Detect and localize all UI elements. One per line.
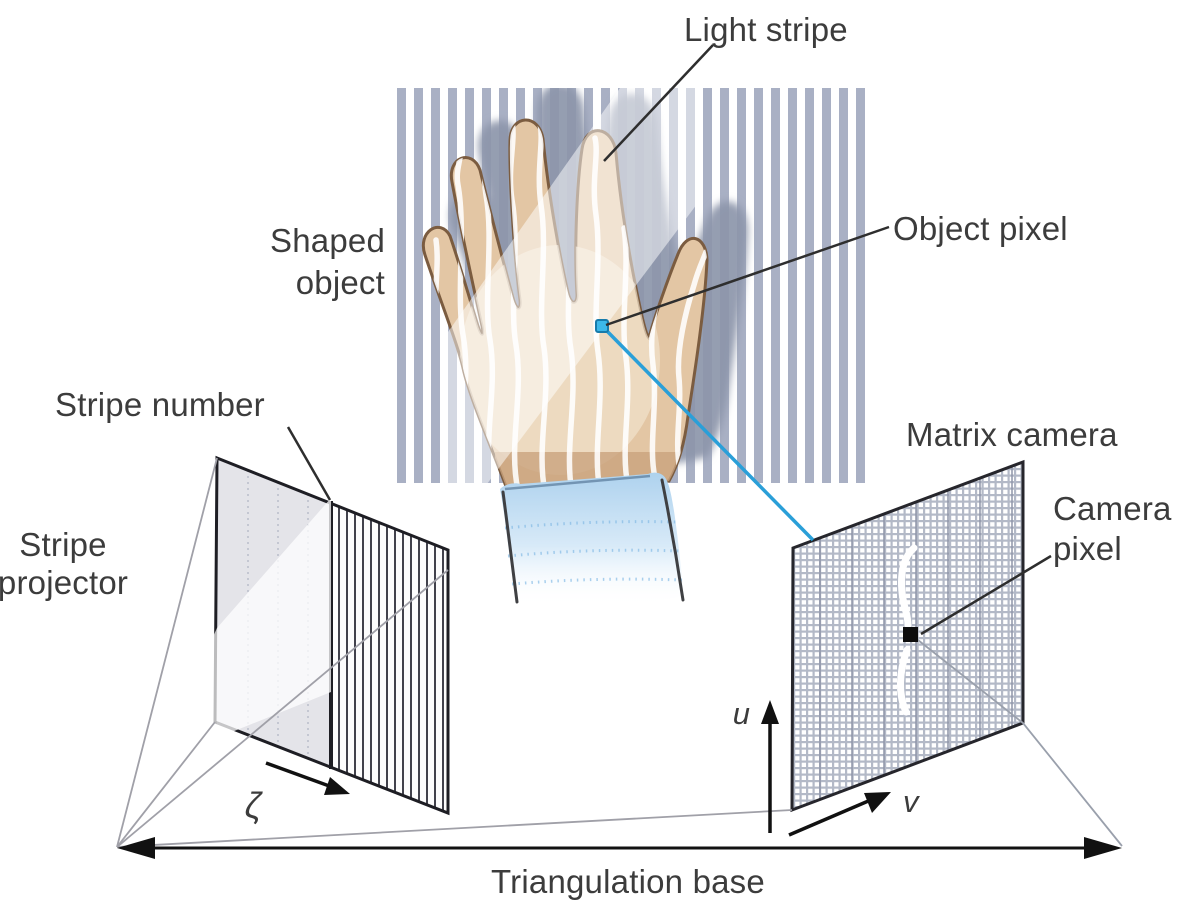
- cuff-texture-row: [504, 520, 679, 530]
- stripe-number-pointer-line: [286, 426, 332, 501]
- projection-beam: [117, 88, 700, 847]
- cuff-texture: [504, 520, 683, 586]
- projector-ray: [116, 457, 218, 848]
- stripe-projector-label-line1: Stripe: [19, 526, 106, 563]
- light-stripe-label: Light stripe: [684, 11, 848, 48]
- u-axis-arrowhead-icon: [761, 700, 779, 724]
- projector-plane-striped-half: [331, 503, 448, 813]
- object-pixel-pointer-line: [605, 225, 890, 327]
- zeta-axis-label: ζ: [245, 785, 264, 826]
- stripe-number-label: Stripe number: [55, 386, 265, 423]
- stripe-projector-label-line2: projector: [0, 564, 128, 601]
- projector-ray: [116, 721, 216, 848]
- projector-stripes: [338, 506, 444, 811]
- cuff-fabric: [500, 472, 684, 607]
- camera-pixel-marker: [903, 627, 918, 642]
- u-axis: u: [733, 696, 779, 833]
- hand-stripe: [674, 249, 707, 473]
- camera-pixel-label-line2: pixel: [1053, 530, 1122, 567]
- camera-pixel-label-line1: Camera: [1053, 490, 1172, 527]
- pointer-lines: [286, 44, 1052, 636]
- zeta-axis: ζ: [245, 761, 350, 826]
- v-axis-arrowhead-icon: [864, 792, 891, 813]
- cuff-right-edge: [660, 478, 685, 602]
- zeta-axis-arrowhead-icon: [324, 777, 350, 795]
- beam-main-fan: [448, 88, 700, 536]
- v-axis-label: v: [903, 784, 920, 819]
- v-axis: v: [788, 784, 920, 837]
- projector-rays: [116, 457, 793, 848]
- cuff-texture-row: [511, 577, 683, 586]
- object-pixel-label: Object pixel: [893, 210, 1068, 247]
- matrix-camera-label: Matrix camera: [906, 416, 1118, 453]
- camera-rays: [917, 639, 1123, 847]
- cuff-top-edge: [504, 474, 651, 491]
- base-right-arrowhead-icon: [1084, 837, 1122, 859]
- projector-ray: [116, 809, 793, 848]
- camera-sight-ray: [917, 639, 1123, 847]
- stripe-image-upper: [898, 544, 918, 630]
- light-stripe-pointer-line: [603, 44, 714, 162]
- zeta-axis-line: [265, 761, 333, 789]
- u-axis-label: u: [733, 696, 750, 731]
- triangulation-base-arrow: [117, 837, 1122, 859]
- object-to-camera-ray: [602, 326, 815, 542]
- stripe-image-lower: [896, 646, 911, 716]
- camera-light-stripe-image: [896, 544, 918, 716]
- beam-apex: [117, 628, 217, 847]
- object-pixel-marker: [595, 319, 609, 333]
- projector-ray: [116, 569, 449, 848]
- camera-pixel-pointer-line: [920, 554, 1052, 636]
- shaped-object-label-line1: Shaped: [270, 222, 385, 259]
- base-left-arrowhead-icon: [117, 837, 155, 859]
- beam-plane-band: [217, 498, 331, 738]
- shirt-cuff: [500, 472, 685, 607]
- v-axis-line: [788, 797, 874, 837]
- cuff-left-edge: [501, 490, 519, 604]
- triangulation-base-label: Triangulation base: [491, 863, 765, 900]
- cuff-texture-row: [507, 548, 681, 558]
- shaped-object-label-line2: object: [296, 264, 385, 301]
